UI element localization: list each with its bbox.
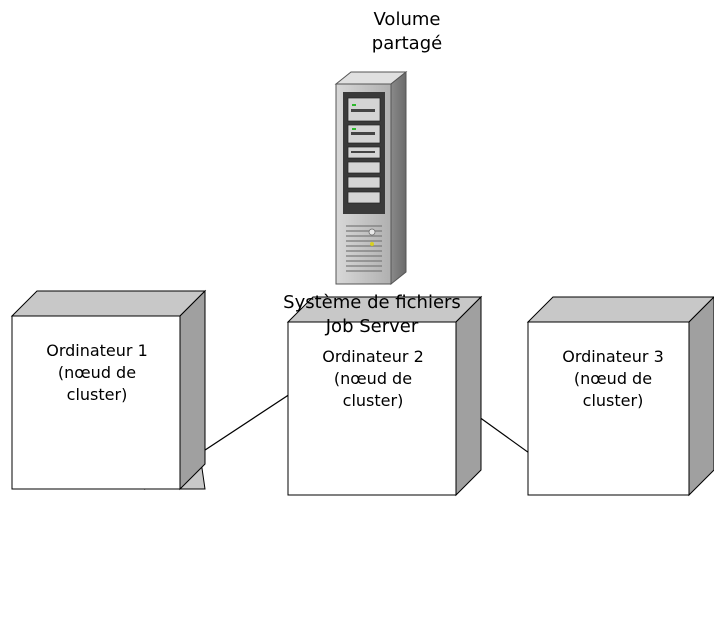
server-caption-line2: Job Server bbox=[325, 316, 419, 337]
node-3-label-line2: (nœud de bbox=[573, 369, 653, 388]
node-2-label-line3: cluster) bbox=[342, 391, 404, 410]
node-3-box bbox=[526, 296, 714, 497]
node-2-label-line1: Ordinateur 2 bbox=[322, 347, 424, 366]
node-1-box bbox=[10, 289, 207, 491]
node-3-label: Ordinateur 3 (nœud de cluster) bbox=[528, 346, 698, 412]
shared-volume-label-line1: Volume bbox=[373, 9, 441, 30]
node-2-label: Ordinateur 2 (nœud de cluster) bbox=[288, 346, 458, 412]
shared-volume-label: Volume partagé bbox=[307, 8, 507, 56]
node-2-box bbox=[286, 295, 483, 497]
node-1-label-line3: cluster) bbox=[66, 385, 128, 404]
node-1-label-line1: Ordinateur 1 bbox=[46, 341, 148, 360]
server-caption: Système de fichiers Job Server bbox=[222, 291, 522, 339]
node-2-label-line2: (nœud de bbox=[333, 369, 413, 388]
node-1-label: Ordinateur 1 (nœud de cluster) bbox=[12, 340, 182, 406]
shared-volume-label-line2: partagé bbox=[371, 33, 443, 54]
server-tower-icon bbox=[334, 70, 408, 286]
node-3-label-line1: Ordinateur 3 bbox=[562, 347, 664, 366]
node-1-label-line2: (nœud de bbox=[57, 363, 137, 382]
node-3-label-line3: cluster) bbox=[582, 391, 644, 410]
server-caption-line1: Système de fichiers bbox=[283, 292, 461, 313]
